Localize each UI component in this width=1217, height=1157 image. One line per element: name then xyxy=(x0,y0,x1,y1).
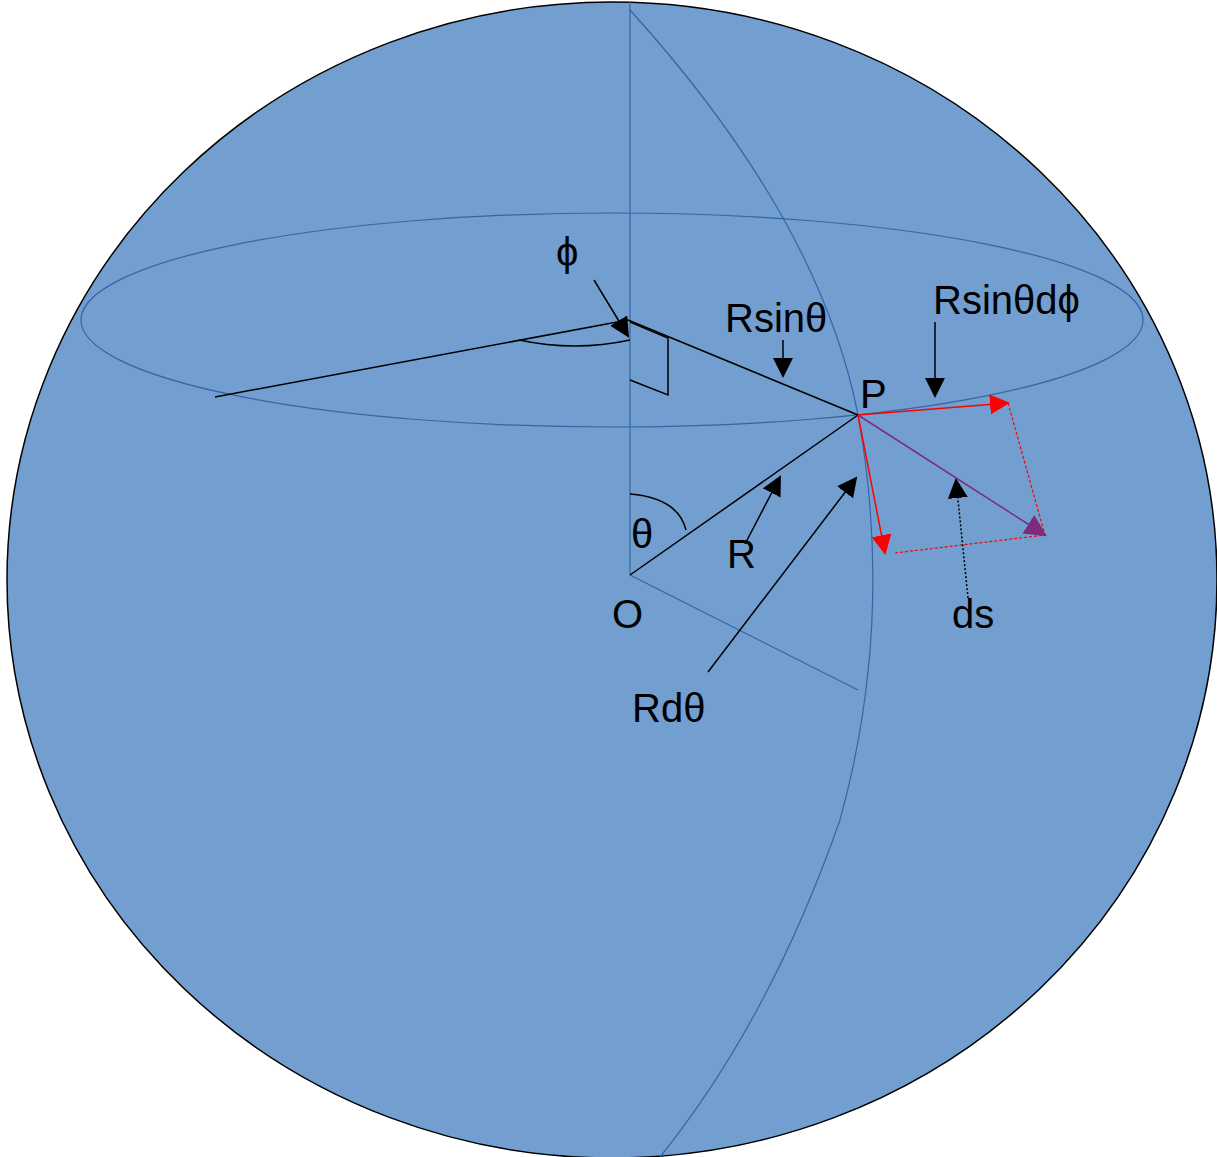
length-label: Rsinθdϕ xyxy=(933,280,1080,320)
parallelogram-side xyxy=(895,535,1045,553)
leader-line xyxy=(782,340,784,376)
length-label: R xyxy=(727,534,756,574)
reference-line xyxy=(215,320,628,397)
sphere xyxy=(7,2,1217,1157)
leader-line xyxy=(934,322,936,396)
right-angle-mark xyxy=(630,322,668,395)
leader-line xyxy=(708,478,856,672)
ds-arrow xyxy=(858,415,1045,535)
radius-line xyxy=(630,415,858,575)
length-label: Rdθ xyxy=(632,688,705,728)
length-label: Rsinθ xyxy=(725,298,827,338)
polar-axis xyxy=(629,2,630,575)
point-label: P xyxy=(860,374,887,414)
leader-line xyxy=(956,480,968,598)
leader-line xyxy=(594,280,628,336)
latitude-circle xyxy=(81,213,1143,427)
equator-radius xyxy=(630,575,858,690)
point-label: O xyxy=(612,594,643,634)
angle-label: ϕ xyxy=(556,232,578,272)
length-label: ds xyxy=(952,594,994,634)
angle-label: θ xyxy=(631,514,653,554)
phi-arc xyxy=(519,340,630,346)
meridian xyxy=(630,10,873,1157)
theta-displacement-arrow xyxy=(858,415,885,553)
